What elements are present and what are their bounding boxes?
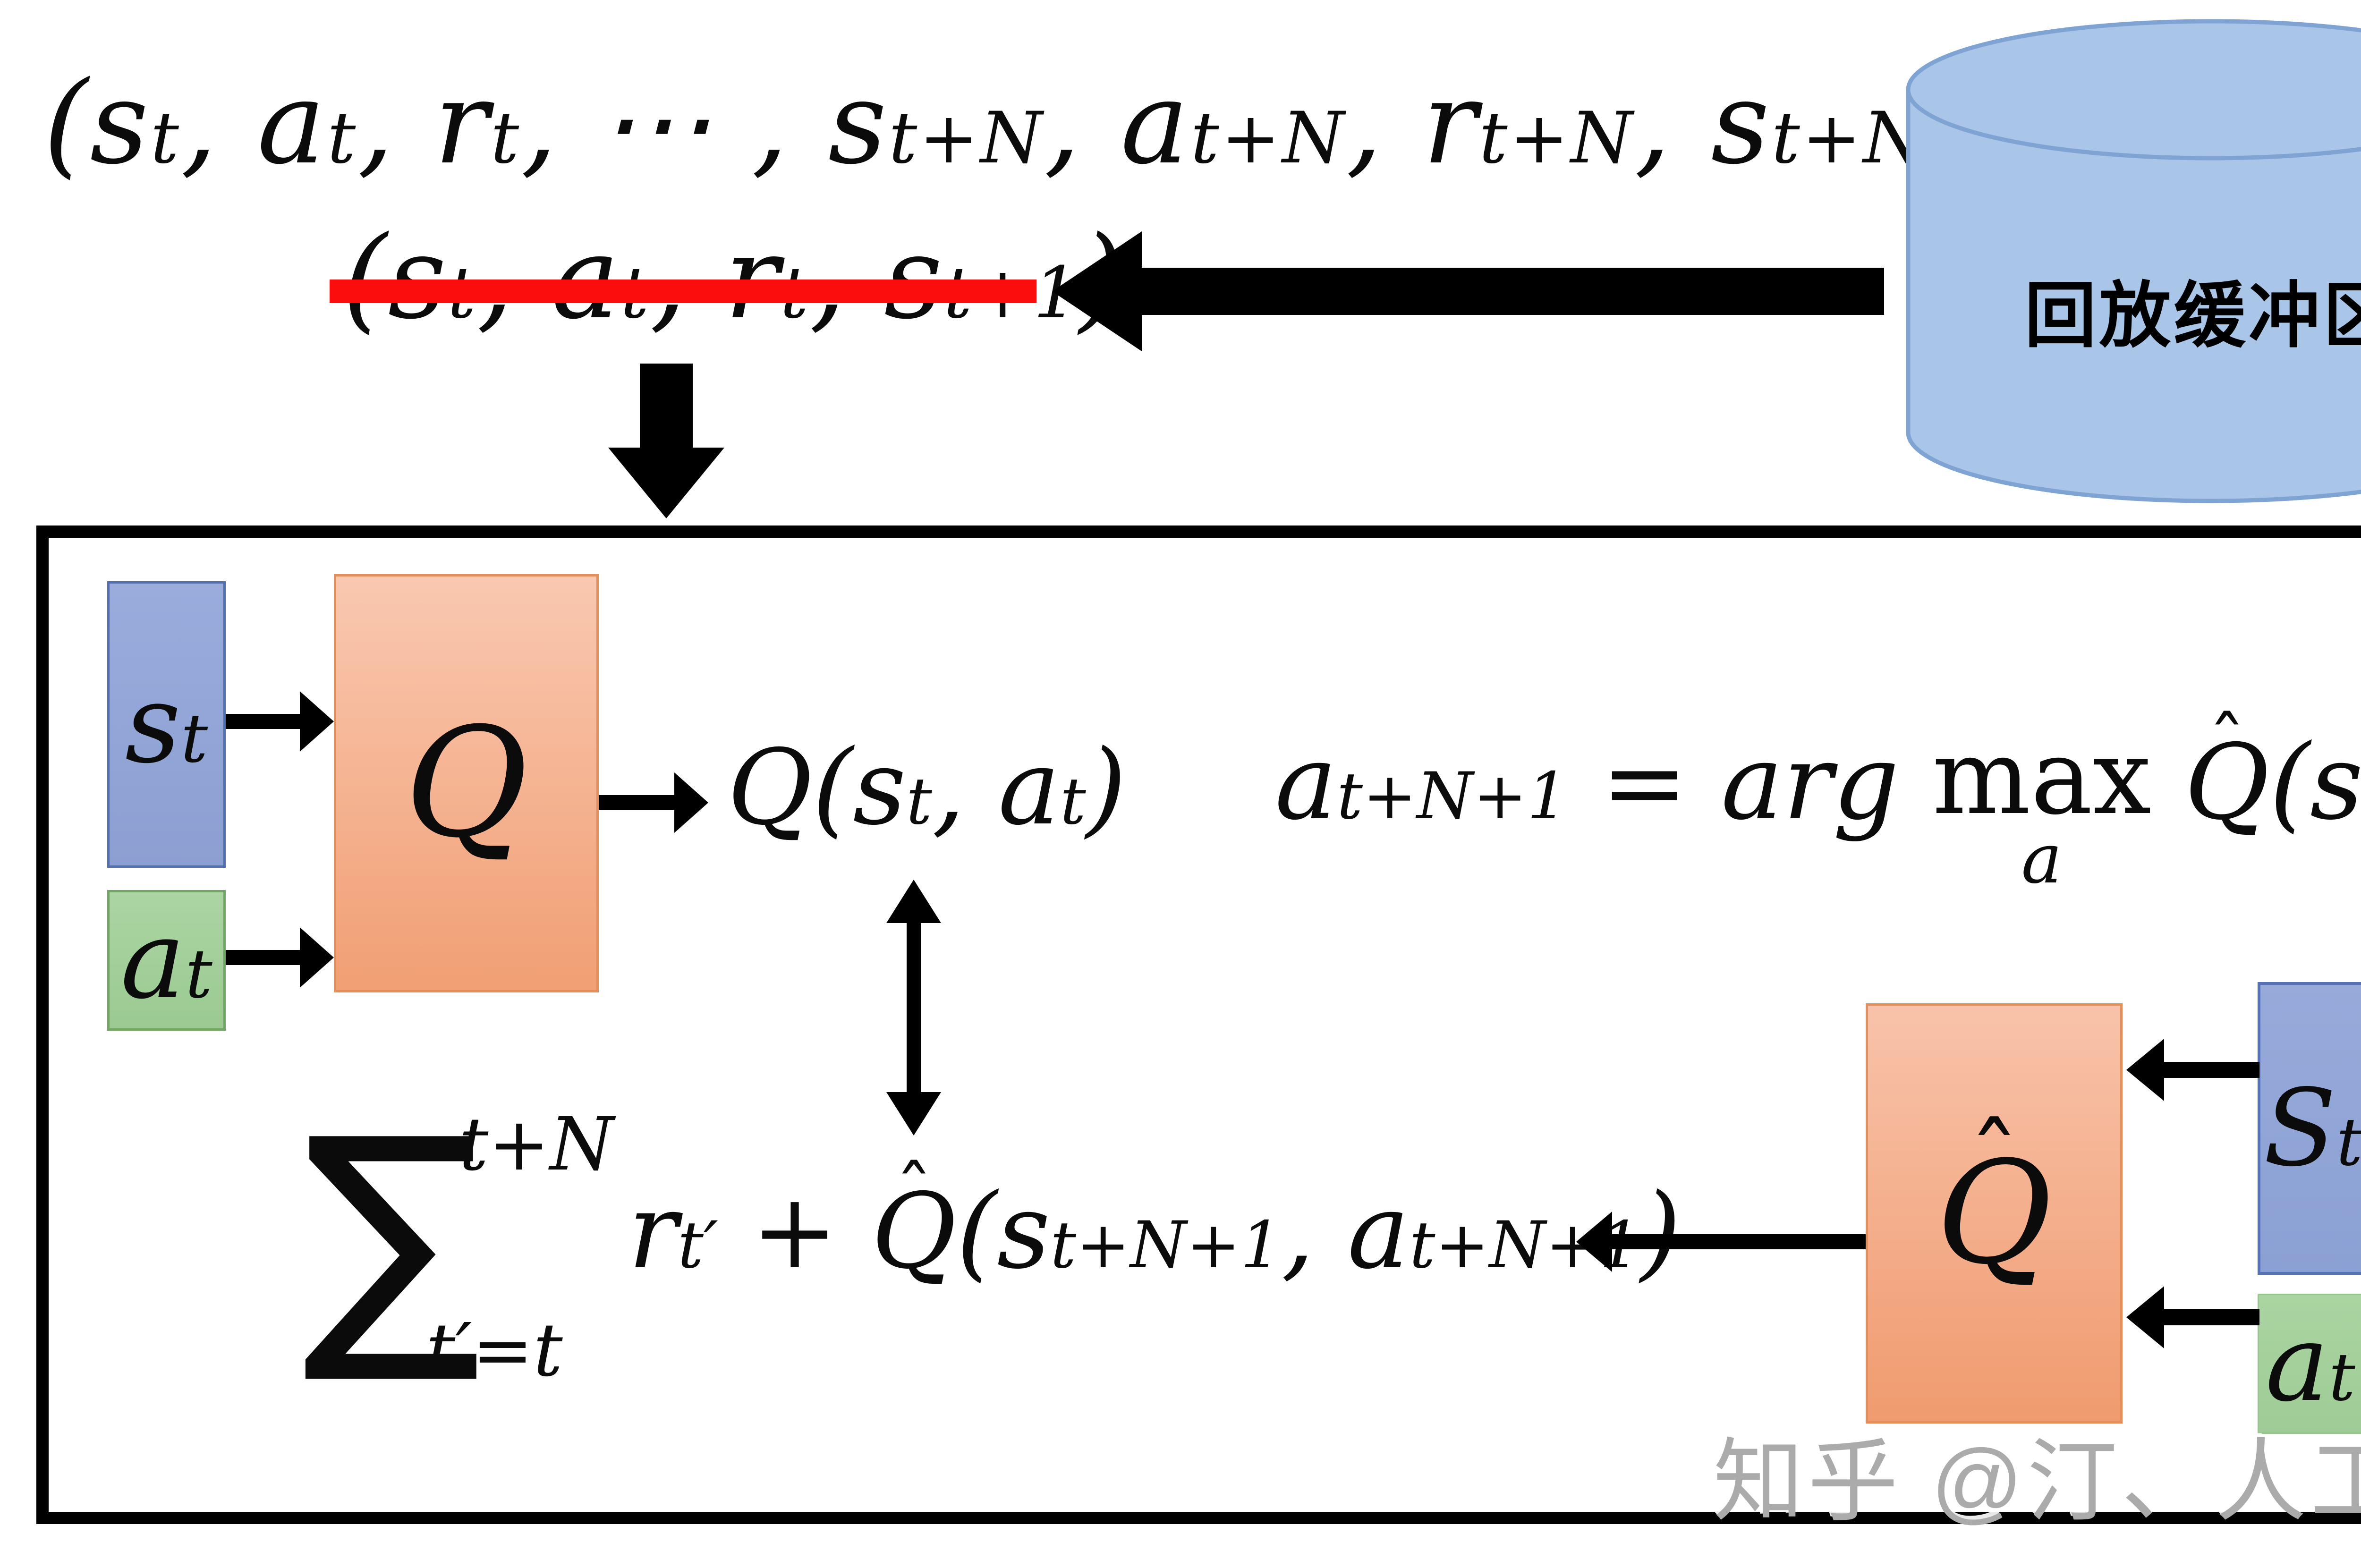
arrow-head-up-icon xyxy=(886,878,941,923)
watermark: 知乎 @汀、人工智能技术 xyxy=(1713,1431,2361,1532)
max-under-label: a xyxy=(2021,819,2063,899)
arrow-shaft xyxy=(1611,1234,1884,1249)
q-network-label: Q xyxy=(404,695,528,871)
replay-buffer-label: 回放缓冲区 xyxy=(2024,273,2361,357)
sum-lower-limit: t′=t xyxy=(426,1307,563,1393)
arrow-shaft xyxy=(226,714,300,729)
arrow-head-down-icon xyxy=(886,1092,941,1137)
sigma-icon: ∑ xyxy=(302,1081,482,1391)
arrow-shaft xyxy=(907,920,921,1093)
arrow-head-left-icon xyxy=(2125,1286,2164,1348)
arrow-shaft xyxy=(1139,268,1884,315)
sum-upper-limit: t+N xyxy=(459,1102,614,1187)
action-input-box: at xyxy=(107,890,226,1031)
arrow-head-right-icon xyxy=(674,772,710,833)
q-output-formula: Q(st, at) xyxy=(727,727,1127,848)
arrow-shaft xyxy=(2163,1062,2259,1078)
arrow-shaft xyxy=(640,364,693,449)
argmax-rhs: ˆQ(st+N+1, a) xyxy=(2184,702,2361,843)
target-action-label: at+N+1 xyxy=(2265,1302,2361,1425)
state-input-label: st xyxy=(125,661,208,788)
argmax-lhs: at+N+1 = arg xyxy=(1275,721,1932,843)
arrow-head-left-icon xyxy=(1575,1212,1612,1272)
arrow-shaft xyxy=(599,795,674,810)
arrow-shaft xyxy=(2163,1309,2259,1325)
target-state-box: St+N+1 xyxy=(2258,982,2361,1275)
max-label: max xyxy=(1932,717,2151,838)
action-input-label: at xyxy=(120,897,212,1023)
arrow-head-right-icon xyxy=(300,927,335,988)
strikethrough-bar xyxy=(330,280,1036,303)
q-network-box: Q xyxy=(334,574,599,992)
transition-tuple-short: (st, at, rt, st+1) xyxy=(342,212,1125,345)
transition-tuple-long: (st, at, rt, ⋯ , st+N, at+N, rt+N, st+N+… xyxy=(43,57,2080,190)
target-action-box: at+N+1 xyxy=(2258,1294,2361,1434)
replay-buffer-cylinder-icon xyxy=(1906,19,2361,503)
arrow-shaft xyxy=(226,950,300,965)
state-input-box: st xyxy=(107,581,226,868)
target-state-label: St+N+1 xyxy=(2263,1066,2361,1190)
arrow-head-left-icon xyxy=(1051,231,1142,351)
arrow-head-down-icon xyxy=(608,448,724,520)
arrow-head-left-icon xyxy=(2125,1039,2164,1101)
arrow-head-right-icon xyxy=(300,691,335,752)
